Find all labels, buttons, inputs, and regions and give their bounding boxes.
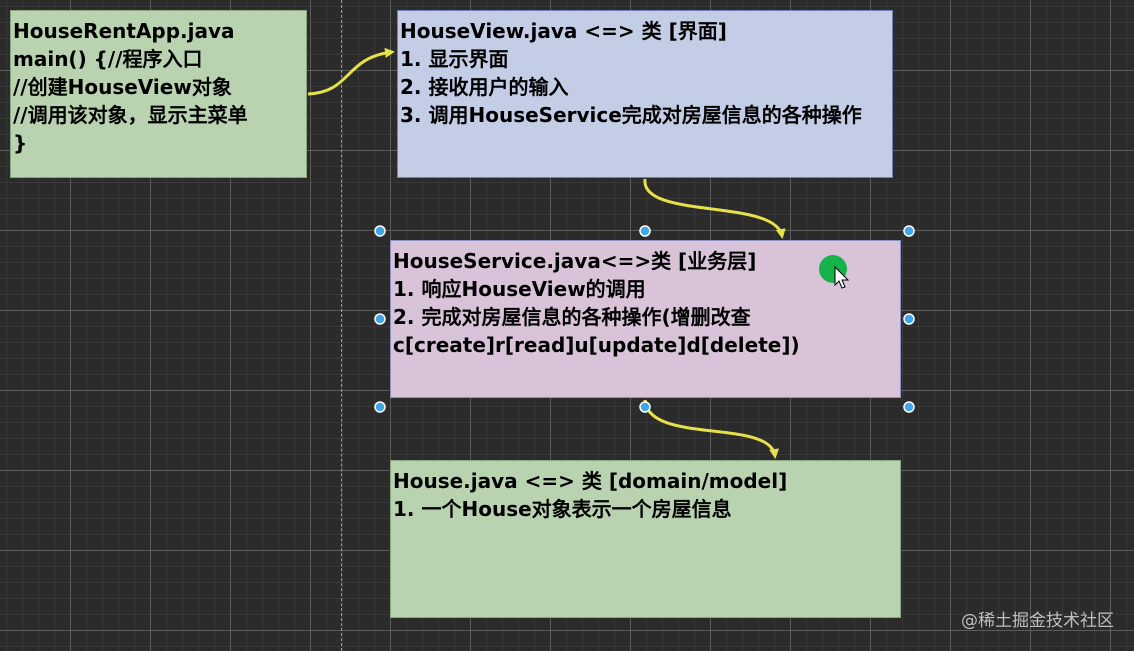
arrow-service-to-house[interactable] — [643, 399, 780, 459]
resize-handle-sw[interactable] — [374, 401, 386, 413]
alignment-guide — [341, 0, 342, 651]
house-rent-app-box[interactable]: HouseRentApp.java main() {//程序入口 //创建Hou… — [10, 10, 307, 178]
resize-handle-e[interactable] — [903, 313, 915, 325]
box-line: 3. 调用HouseService完成对房屋信息的各种操作 — [400, 103, 862, 127]
box-line: HouseService.java<=>类 [业务层] — [393, 249, 757, 273]
resize-handle-ne[interactable] — [903, 225, 915, 237]
box-line: House.java <=> 类 [domain/model] — [393, 469, 788, 493]
resize-handle-s[interactable] — [639, 401, 651, 413]
resize-handle-nw[interactable] — [374, 225, 386, 237]
box-line: //调用该对象，显示主菜单 — [13, 103, 248, 127]
box-line: 2. 接收用户的输入 — [400, 75, 569, 99]
house-view-box[interactable]: HouseView.java <=> 类 [界面] 1. 显示界面 2. 接收用… — [397, 10, 893, 178]
box-line: 1. 一个House对象表示一个房屋信息 — [393, 497, 732, 521]
resize-handle-w[interactable] — [374, 313, 386, 325]
box-line: 1. 响应HouseView的调用 — [393, 277, 646, 301]
resize-handle-n[interactable] — [639, 225, 651, 237]
arrow-view-to-service[interactable] — [643, 178, 786, 239]
house-service-box[interactable]: HouseService.java<=>类 [业务层] 1. 响应HouseVi… — [390, 240, 901, 398]
box-line: HouseRentApp.java — [13, 19, 235, 43]
selection-handles[interactable] — [374, 225, 915, 413]
box-line: c[create]r[read]u[update]d[delete]) — [393, 333, 800, 357]
box-line: main() {//程序入口 — [13, 47, 203, 71]
arrow-app-to-view[interactable] — [307, 47, 395, 96]
box-line: //创建HouseView对象 — [13, 75, 232, 99]
house-model-box[interactable]: House.java <=> 类 [domain/model] 1. 一个Hou… — [390, 460, 901, 618]
box-line: 1. 显示界面 — [400, 47, 509, 71]
mouse-pointer-icon — [834, 265, 850, 289]
box-line: HouseView.java <=> 类 [界面] — [400, 19, 727, 43]
box-line: } — [13, 131, 28, 155]
watermark: @稀土掘金技术社区 — [961, 611, 1114, 631]
box-line: 2. 完成对房屋信息的各种操作(增删改查 — [393, 305, 751, 329]
resize-handle-se[interactable] — [903, 401, 915, 413]
